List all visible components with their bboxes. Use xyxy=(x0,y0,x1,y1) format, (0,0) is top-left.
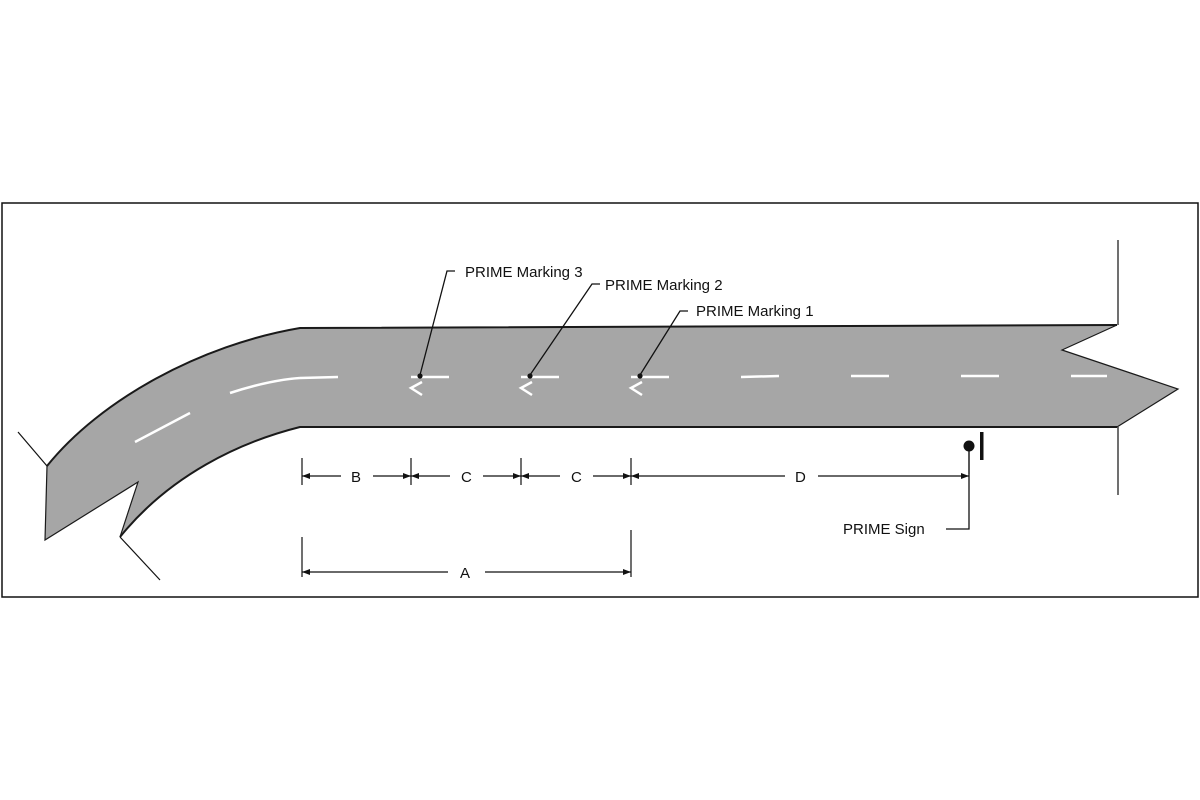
leader-marking-1 xyxy=(639,310,688,376)
chevron-markings xyxy=(408,380,643,397)
road-surface xyxy=(45,325,1178,540)
leader-sign xyxy=(946,474,970,530)
lane-dash xyxy=(134,411,191,444)
leader-dot xyxy=(527,373,533,379)
leader-dot xyxy=(637,373,643,379)
break-line-left-top xyxy=(17,431,48,467)
lane-dash xyxy=(299,375,339,380)
chevron-left-icon xyxy=(518,380,533,397)
road-break-right xyxy=(1060,324,1180,428)
road-edge-bottom xyxy=(119,426,1117,538)
chevron-left-icon xyxy=(628,380,643,397)
chevron-left-icon xyxy=(408,380,423,397)
dimension-label-c-2: C xyxy=(571,469,582,486)
leader-marking-3 xyxy=(419,270,455,376)
dimension-label-b: B xyxy=(351,469,361,486)
dimension-lines-row-1 xyxy=(302,473,969,479)
dimension-label-d: D xyxy=(795,469,806,486)
break-line-left-bottom xyxy=(119,536,161,581)
lane-center-dashes xyxy=(134,374,1107,444)
road-edge-top xyxy=(46,324,1118,467)
label-prime-sign: PRIME Sign xyxy=(843,521,925,538)
dimension-label-a: A xyxy=(460,565,470,582)
diagram-frame xyxy=(1,202,1199,598)
lane-dash xyxy=(229,376,301,395)
road-break-left xyxy=(44,465,140,542)
leader-marking-2 xyxy=(529,283,600,376)
lane-dash xyxy=(740,374,780,379)
dimension-line-a xyxy=(302,569,631,575)
dimension-label-c-1: C xyxy=(461,469,472,486)
sign-post-icon xyxy=(963,432,984,474)
dimension-extension-lines xyxy=(301,458,632,577)
label-prime-marking-3: PRIME Marking 3 xyxy=(465,264,583,281)
label-prime-marking-1: PRIME Marking 1 xyxy=(696,303,814,320)
label-prime-marking-2: PRIME Marking 2 xyxy=(605,277,723,294)
leader-dot xyxy=(417,373,423,379)
callout-leaders xyxy=(417,270,688,379)
